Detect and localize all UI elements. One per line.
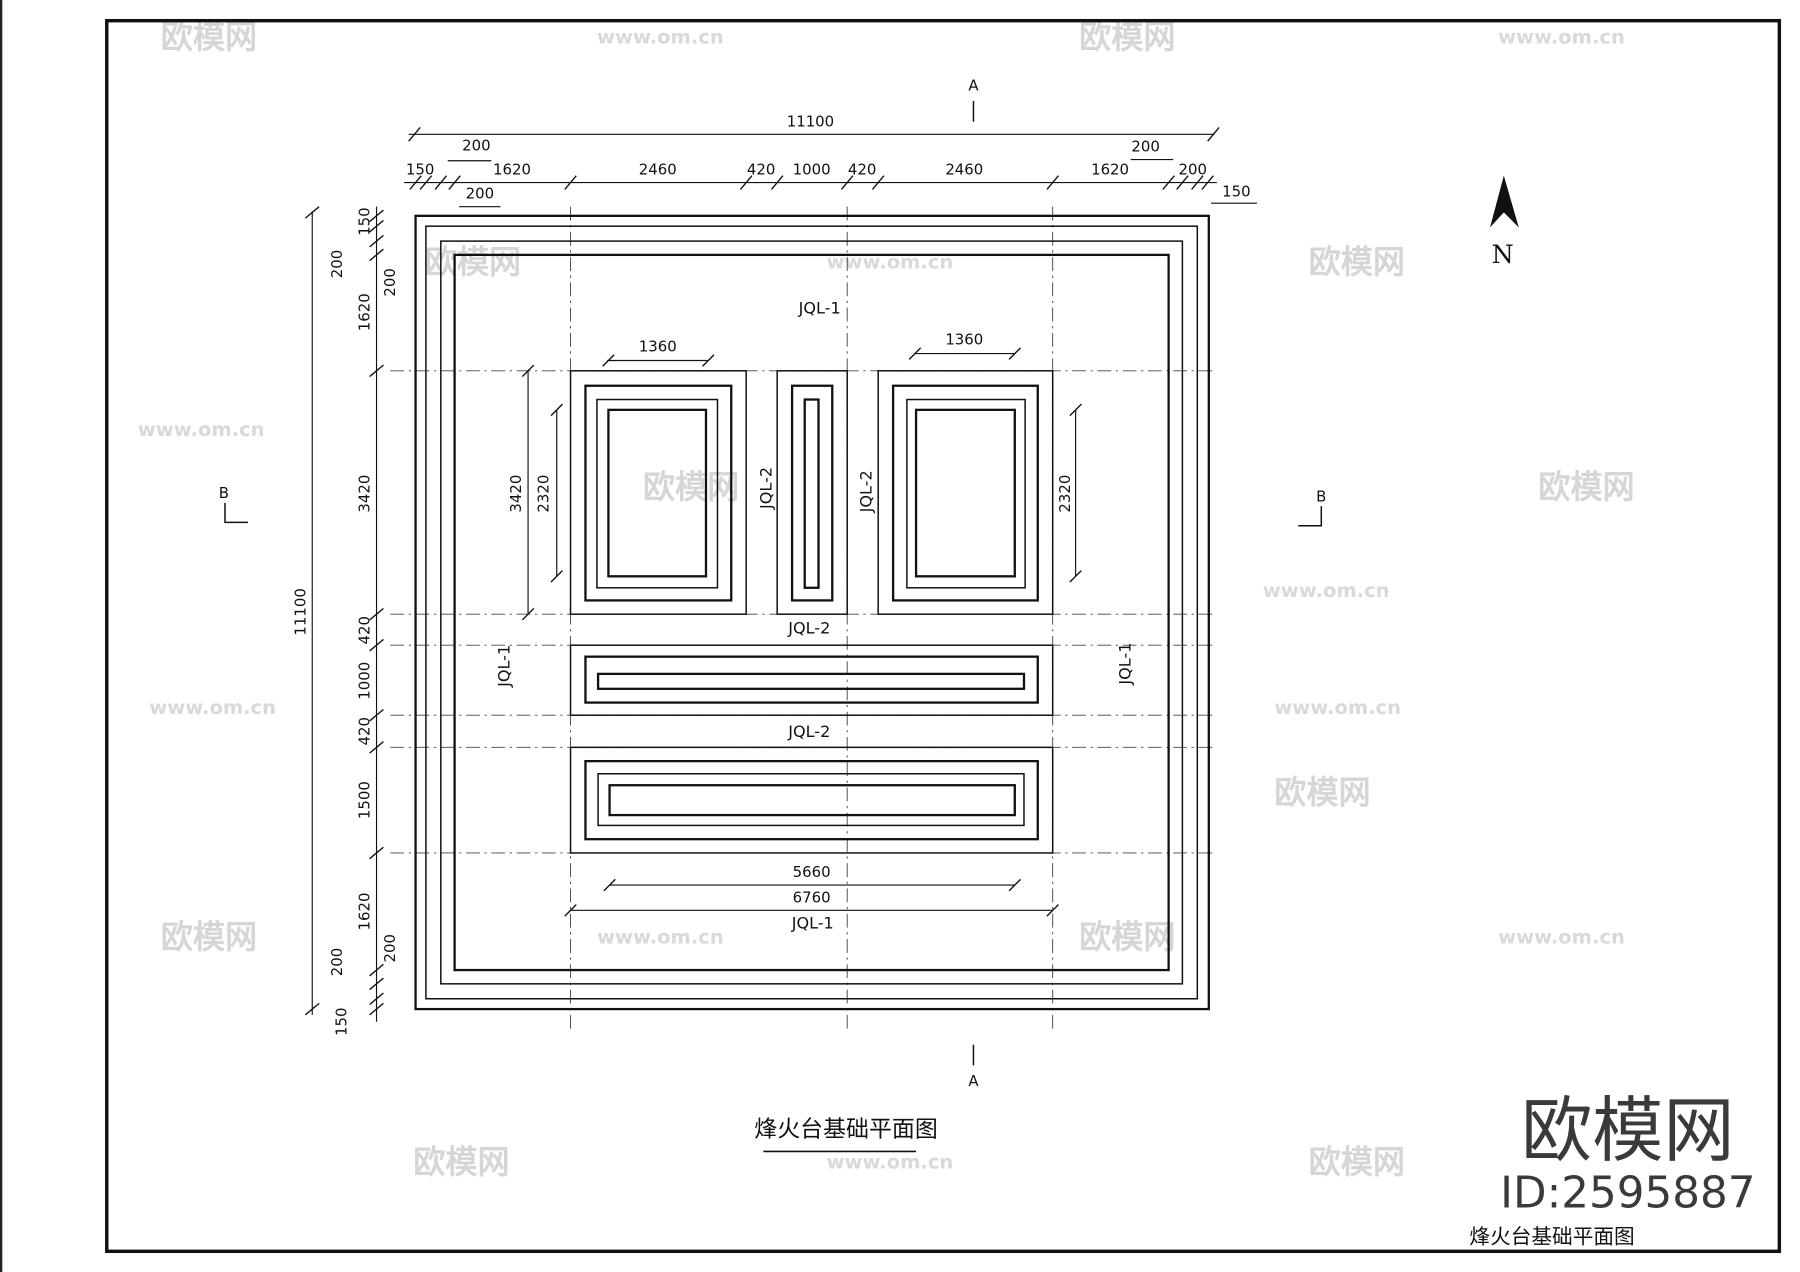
pit-middle-long: [569, 644, 1054, 716]
dim-label: 420: [747, 161, 775, 179]
dim-label: 420: [356, 717, 374, 745]
dim-label: 1620: [356, 293, 374, 331]
watermark-url: www.om.cn: [149, 696, 276, 719]
dim-label: 1360: [945, 330, 983, 348]
beam-label: JQL-2: [787, 722, 830, 741]
dim-label: 150: [406, 161, 434, 179]
section-a-label: A: [968, 77, 979, 95]
pit-bottom-long: [569, 746, 1054, 854]
dim-label: 150: [356, 207, 374, 235]
sheet-border: [105, 18, 1782, 1254]
dim-total-left: 11100: [291, 588, 309, 635]
watermark-logo: 欧模网: [1309, 1143, 1405, 1181]
watermark-url: www.om.cn: [827, 251, 954, 274]
pit-middle-narrow: [776, 370, 848, 615]
dim-label: 200: [381, 268, 399, 296]
beam-label: JQL-2: [856, 470, 875, 513]
watermark-logo: 欧模网: [161, 918, 257, 956]
dim-label: 2460: [945, 161, 983, 179]
pit-top-right: [877, 370, 1054, 615]
dim-total-top: 11100: [787, 112, 834, 130]
watermark-id: ID:2595887: [1500, 1169, 1755, 1219]
watermark-logo: 欧模网: [1538, 468, 1634, 506]
watermark-url: www.om.cn: [597, 926, 724, 949]
watermark-url: www.om.cn: [1498, 26, 1625, 49]
watermark-logo: 欧模网: [413, 1143, 509, 1181]
dim-label: 150: [1222, 182, 1250, 200]
watermark-url: www.om.cn: [1274, 696, 1401, 719]
dim-label: 2460: [639, 161, 677, 179]
beam-label: JQL-2: [756, 467, 775, 510]
watermark-logo: 欧模网: [1079, 18, 1175, 56]
dim-label: 2320: [535, 475, 553, 513]
dim-label: 200: [381, 934, 399, 962]
section-marks: [224, 101, 1323, 1066]
dim-label: 3420: [356, 475, 374, 513]
dim-label: 150: [333, 1007, 351, 1035]
beam-label: JQL-1: [1116, 643, 1135, 686]
dim-label: 420: [356, 616, 374, 644]
watermark-url: www.om.cn: [827, 1151, 954, 1174]
dim-label: 3420: [507, 475, 525, 513]
dim-label: 5660: [793, 863, 831, 881]
dim-label: 200: [1179, 161, 1207, 179]
watermark-logo: 欧模网: [161, 18, 257, 56]
section-a-label: A: [968, 1072, 979, 1090]
watermark-url: www.om.cn: [1498, 926, 1625, 949]
watermark-logo: 欧模网: [1309, 243, 1405, 281]
watermark-url: www.om.cn: [138, 418, 265, 441]
pit-top-left: [569, 370, 747, 615]
watermark-url: www.om.cn: [1263, 579, 1390, 602]
watermark-logo: 欧模网: [643, 468, 739, 506]
watermark-logo: 欧模网: [1274, 774, 1370, 812]
beam-label: JQL-1: [495, 645, 514, 688]
section-b-label: B: [1316, 488, 1326, 506]
dim-label: 2320: [1056, 475, 1074, 513]
dimension-ticks: [304, 127, 1220, 1016]
dim-label: 200: [328, 948, 346, 976]
outer-foundation: [414, 214, 1210, 1011]
watermark-url: www.om.cn: [597, 26, 724, 49]
dim-label: 200: [462, 136, 490, 154]
watermark-layer: 欧模网 www.om.cn 欧模网 www.om.cn 欧模网 www.om.c…: [138, 18, 1635, 1181]
beam-label: JQL-1: [791, 914, 834, 933]
dim-label: 1620: [356, 893, 374, 931]
drawing-title: 烽火台基础平面图: [754, 1117, 938, 1143]
beam-label: JQL-2: [787, 619, 830, 638]
dim-label: 1620: [493, 161, 531, 179]
dim-label: 200: [328, 250, 346, 278]
dim-label: 420: [848, 161, 876, 179]
north-arrow-icon: [1490, 175, 1519, 228]
watermark-caption: 烽火台基础平面图: [1469, 1224, 1634, 1248]
dim-label: 200: [1131, 138, 1159, 156]
dim-label: 1360: [639, 337, 677, 355]
section-b-label: B: [219, 484, 229, 502]
dim-label: 1000: [793, 161, 831, 179]
beam-label: JQL-1: [798, 298, 841, 317]
north-label: N: [1492, 240, 1514, 269]
dim-label: 1000: [356, 662, 374, 700]
dim-label: 6760: [793, 888, 831, 906]
watermark-logo: 欧模网: [425, 243, 521, 281]
watermark-brand: 欧模网: [1521, 1089, 1734, 1172]
dim-label: 200: [466, 185, 494, 203]
dim-label: 1500: [356, 781, 374, 819]
watermark-logo: 欧模网: [1079, 918, 1175, 956]
dim-label: 1620: [1091, 161, 1129, 179]
